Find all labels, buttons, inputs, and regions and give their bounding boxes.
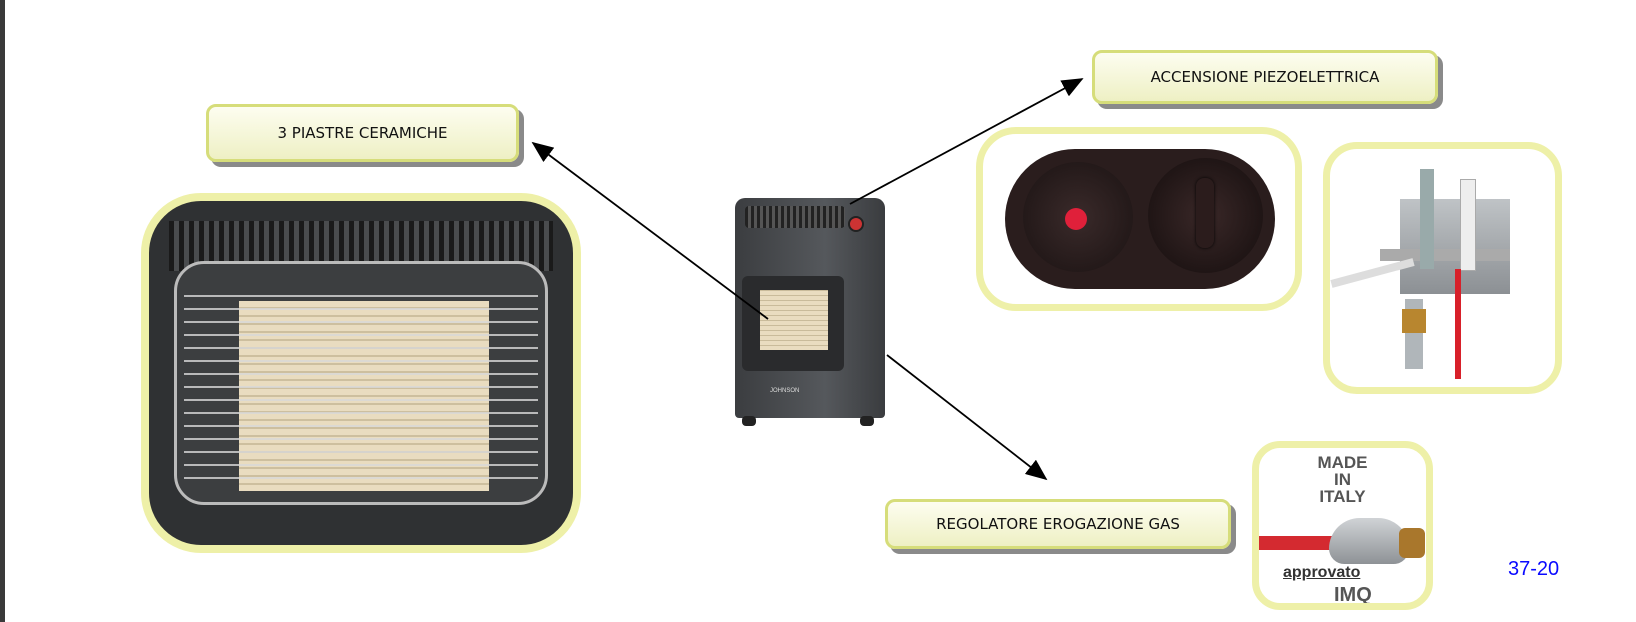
electrode-photo xyxy=(1323,142,1562,394)
piezo-button-photo xyxy=(976,127,1302,311)
regulator-badge: MADE IN ITALY approvato IMQ xyxy=(1252,441,1433,610)
heater-photo: JOHNSON xyxy=(730,198,892,433)
label-gas-regulator: REGOLATORE EROGAZIONE GAS xyxy=(885,499,1231,549)
window-edge xyxy=(0,0,5,622)
arrow-to-ceramic-plates xyxy=(531,141,769,320)
arrow-to-piezo-ignition xyxy=(849,78,1084,205)
control-knob xyxy=(848,216,864,232)
piezo-button xyxy=(1065,208,1087,230)
approved-text: approvato xyxy=(1283,564,1361,581)
label-text: 3 PIASTRE CERAMICHE xyxy=(277,124,448,142)
label-ceramic-plates: 3 PIASTRE CERAMICHE xyxy=(206,104,519,162)
gas-hose xyxy=(1259,536,1339,550)
safety-grid xyxy=(184,291,538,490)
gas-knob xyxy=(1196,178,1214,248)
label-text: ACCENSIONE PIEZOELETTRICA xyxy=(1150,68,1380,86)
ceramic-plates-photo xyxy=(141,193,581,553)
made-text: MADE xyxy=(1317,453,1368,472)
heater-brand: JOHNSON xyxy=(770,388,800,394)
imq-text: IMQ xyxy=(1334,584,1372,606)
page-number: 37-20 xyxy=(1508,558,1560,580)
regulator xyxy=(1329,518,1409,564)
in-text: IN xyxy=(1334,470,1351,489)
label-text: REGOLATORE EROGAZIONE GAS xyxy=(936,515,1180,533)
arrow-to-gas-regulator xyxy=(886,354,1048,481)
italy-text: ITALY xyxy=(1319,487,1366,506)
label-piezo-ignition: ACCENSIONE PIEZOELETTRICA xyxy=(1092,50,1438,104)
